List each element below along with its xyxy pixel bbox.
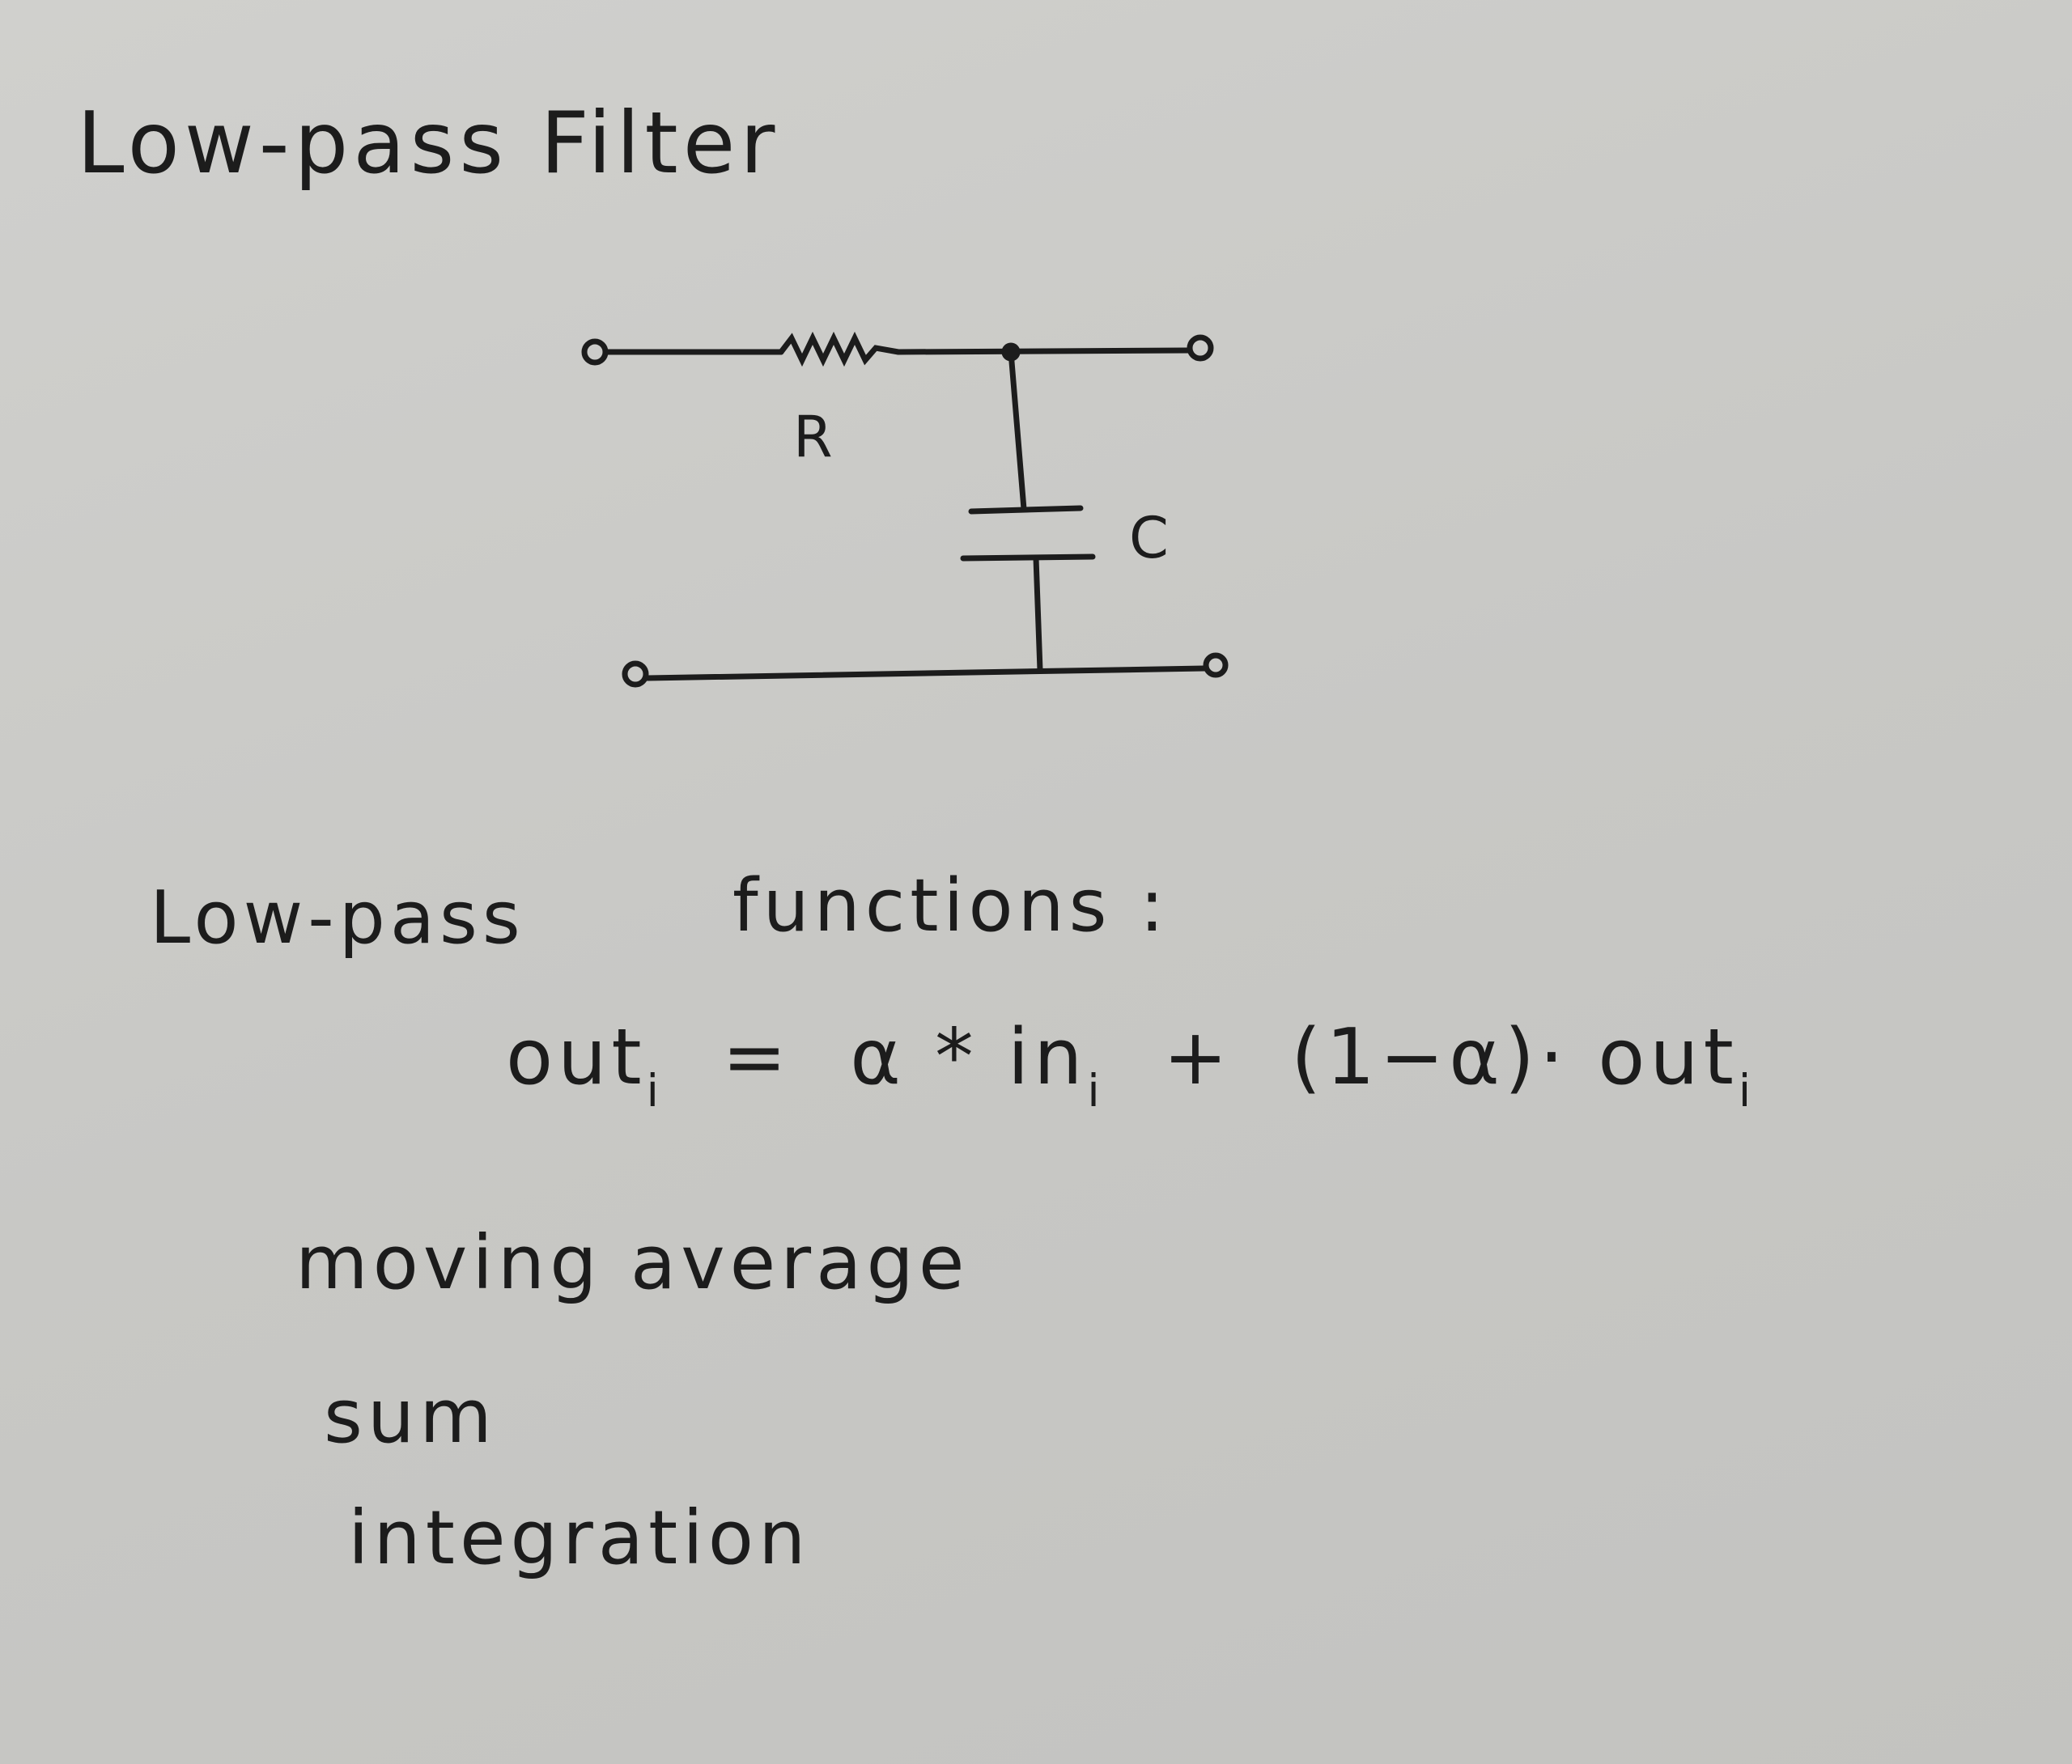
resistor-symbol bbox=[778, 331, 902, 367]
equation-lhs-subscript: i bbox=[646, 1065, 664, 1117]
capacitor-plate-bottom bbox=[960, 553, 1096, 562]
example-moving-average: moving average bbox=[295, 1219, 970, 1306]
capacitor-plate-top bbox=[968, 505, 1084, 515]
functions-heading-right: functions : bbox=[732, 863, 1170, 948]
equation-term2-subscript: i bbox=[1738, 1065, 1756, 1117]
input-terminal-top bbox=[581, 338, 609, 366]
input-terminal-bottom bbox=[622, 660, 649, 688]
example-sum: sum bbox=[324, 1373, 497, 1460]
equation-equals: = bbox=[722, 1013, 792, 1102]
functions-heading-left: Low-pass bbox=[150, 876, 525, 960]
output-terminal-top bbox=[1187, 334, 1214, 362]
resistor-label: R bbox=[793, 404, 838, 470]
equation-term1: α * in bbox=[850, 1013, 1088, 1102]
lowpass-equation: outi = α * ini + (1−α)· outi bbox=[506, 1020, 1756, 1113]
equation-lhs: out bbox=[506, 1013, 647, 1102]
equation-term1-subscript: i bbox=[1087, 1065, 1105, 1117]
wire-top-right bbox=[895, 347, 1193, 355]
output-terminal-bottom bbox=[1203, 652, 1229, 678]
capacitor-label: C bbox=[1129, 505, 1174, 571]
wire-cap-bottom bbox=[1033, 555, 1043, 673]
equation-term2: (1−α)· out bbox=[1291, 1013, 1739, 1102]
page-title: Low-pass Filter bbox=[77, 94, 780, 193]
equation-plus: + bbox=[1163, 1013, 1233, 1102]
wire-bottom bbox=[644, 665, 1208, 681]
wire-cap-top bbox=[1008, 349, 1027, 512]
example-integration: integration bbox=[348, 1495, 811, 1581]
